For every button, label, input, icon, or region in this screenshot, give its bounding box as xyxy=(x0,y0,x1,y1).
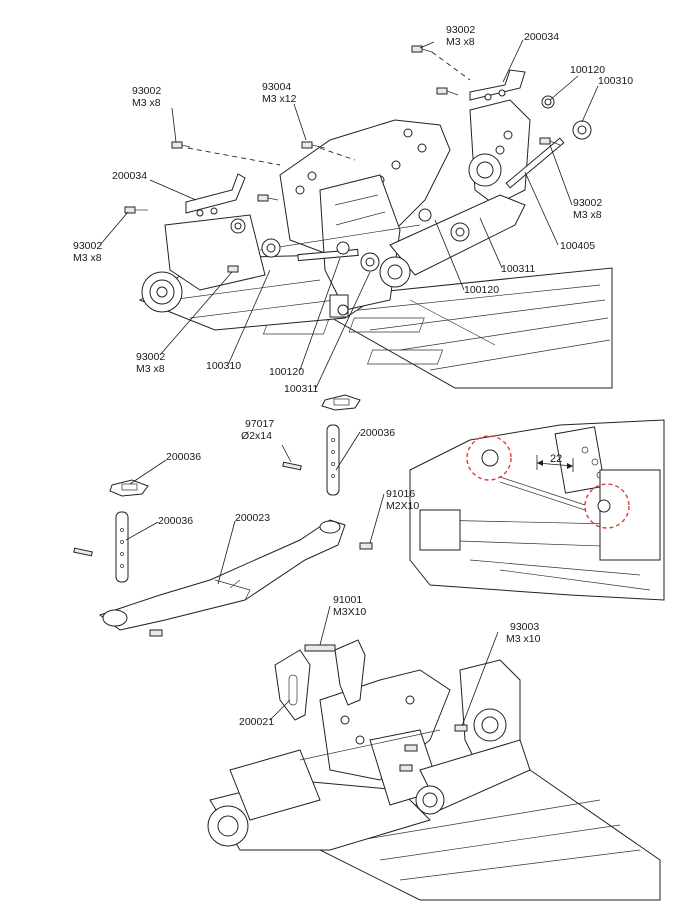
callout-93002-top-code: 93002 xyxy=(446,24,475,36)
middle-left-illustration xyxy=(73,394,373,637)
callout-labels: 93002 M3 x8 200034 100120 100310 93002 M… xyxy=(73,24,633,728)
callout-100310-left: 100310 xyxy=(206,360,241,372)
callout-200034-right: 200034 xyxy=(524,31,559,43)
callout-200036-top: 200036 xyxy=(360,427,395,439)
callout-93002-left-spec: M3 x8 xyxy=(132,97,161,109)
detail-view-illustration xyxy=(409,419,665,601)
top-assembly-illustration xyxy=(124,45,613,389)
callout-91016-spec: M2X10 xyxy=(386,500,419,512)
callout-93002-bottom-spec: M3 x8 xyxy=(136,363,165,375)
callout-100120-left: 100120 xyxy=(269,366,304,378)
callout-200034-left: 200034 xyxy=(112,170,147,182)
callout-93002-top-spec: M3 x8 xyxy=(446,36,475,48)
callout-91001-spec: M3X10 xyxy=(333,606,366,618)
callout-93004-spec: M3 x12 xyxy=(262,93,297,105)
callout-200036-mid: 200036 xyxy=(166,451,201,463)
callout-100120-right: 100120 xyxy=(570,64,605,76)
callout-97017-code: 97017 xyxy=(245,418,274,430)
callout-93002-farleft-spec: M3 x8 xyxy=(73,252,102,264)
callout-91001-code: 91001 xyxy=(333,594,362,606)
callout-100120-center: 100120 xyxy=(464,284,499,296)
leader-lines xyxy=(99,39,599,727)
callout-97017-spec: Ø2x14 xyxy=(241,430,272,442)
callout-100311-right: 100311 xyxy=(501,263,535,275)
callout-200036-lower: 200036 xyxy=(158,515,193,527)
callout-93003-spec: M3 x10 xyxy=(506,633,541,645)
dimension-label: 22 xyxy=(550,453,562,465)
callout-200023: 200023 xyxy=(235,512,270,524)
callout-93003-code: 93003 xyxy=(510,621,539,633)
callout-93002-farleft-code: 93002 xyxy=(73,240,102,252)
highlight-circle-right xyxy=(584,483,630,529)
callout-93002-left-code: 93002 xyxy=(132,85,161,97)
highlight-circle-left xyxy=(466,435,512,481)
callout-100311-left: 100311 xyxy=(284,383,318,395)
callout-93002-right-spec: M3 x8 xyxy=(573,209,602,221)
bottom-assembly-illustration xyxy=(207,639,661,901)
callout-93004-code: 93004 xyxy=(262,81,291,93)
callout-91016-code: 91016 xyxy=(386,488,415,500)
callout-93002-bottom-code: 93002 xyxy=(136,351,165,363)
callout-200021: 200021 xyxy=(239,716,274,728)
callout-100310-right: 100310 xyxy=(598,75,633,87)
callout-100405: 100405 xyxy=(560,240,595,252)
callout-93002-right-code: 93002 xyxy=(573,197,602,209)
